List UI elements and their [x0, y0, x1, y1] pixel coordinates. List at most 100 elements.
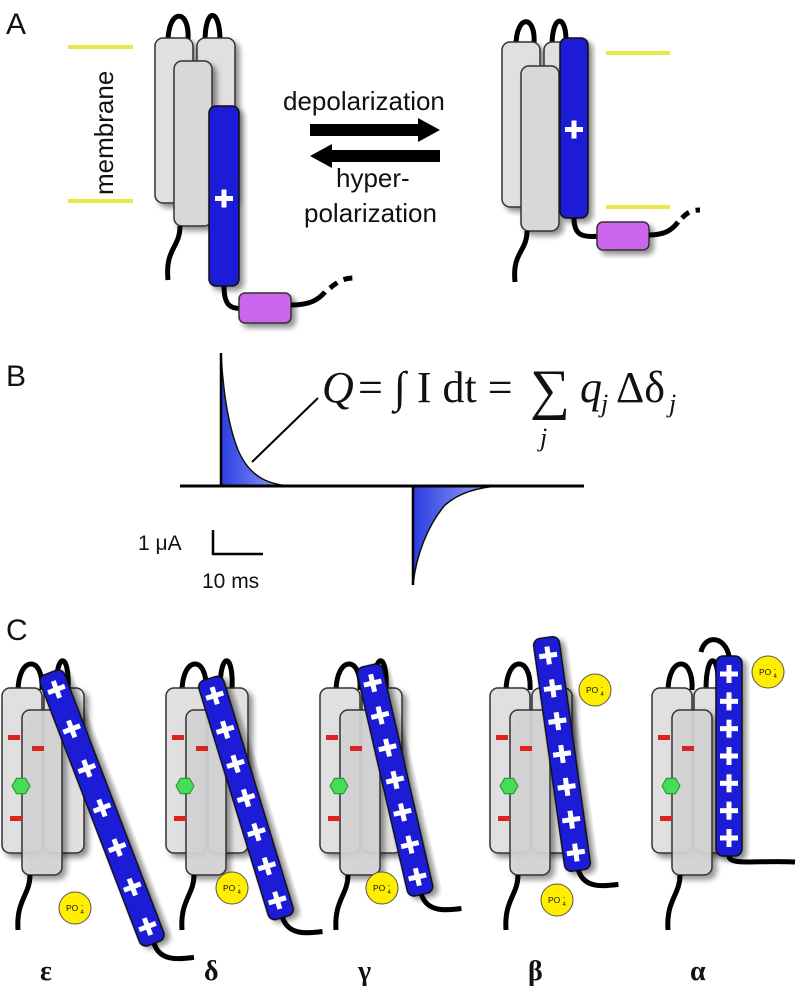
plus-charge-icon: [370, 706, 390, 725]
phosphate-label: PO: [373, 883, 386, 893]
plus-charge-icon: [548, 711, 567, 731]
s4-voltage-sensor: [715, 655, 743, 857]
countercharge-mark: [174, 816, 186, 821]
plus-charge-icon: [236, 788, 256, 808]
plus-charge-icon: [720, 719, 738, 738]
helix-s2: [509, 709, 551, 876]
plus-charge-icon: [247, 822, 266, 842]
plus-charge-icon: [720, 665, 738, 683]
s4-voltage-sensor: [356, 663, 434, 897]
equation-delta-sub: j: [666, 389, 676, 418]
equation-integral: = ∫ I dt =: [358, 363, 513, 414]
gating-residue-hexagon: [499, 777, 519, 795]
plus-charge-icon: [565, 120, 583, 139]
forward-arrow-icon: [310, 118, 440, 142]
phosphate-superscript: -: [388, 883, 390, 889]
plus-charge-icon: [408, 867, 427, 887]
plus-charge-icon: [92, 798, 112, 818]
countercharge-mark: [682, 746, 694, 751]
s4-s5-linker: [238, 292, 292, 324]
plus-charge-icon: [566, 843, 586, 862]
off-gating-current: [412, 485, 501, 586]
plus-charge-icon: [267, 890, 287, 910]
plus-charge-icon: [138, 917, 157, 936]
plus-charge-icon: [543, 679, 563, 698]
equation-sum-index: j: [537, 423, 547, 452]
gating-residue-hexagon: [661, 777, 681, 795]
phosphate-subscript: 4: [238, 890, 242, 896]
equation-pointer: [251, 397, 319, 463]
charge-equation: Q = ∫ I dt = ∑ j q j Δδ j: [322, 359, 676, 452]
countercharge-mark: [8, 735, 20, 740]
plus-charge-icon: [215, 720, 235, 740]
phosphate-superscript: -: [238, 883, 240, 889]
panel-c-letter: C: [6, 614, 28, 647]
gating-residue-hexagon: [11, 777, 31, 795]
plus-charge-icon: [557, 777, 576, 797]
s4-voltage-sensor: [39, 669, 165, 947]
plus-charge-icon: [77, 759, 97, 778]
plus-charge-icon: [385, 770, 405, 790]
phosphate-label: PO: [66, 903, 79, 913]
plus-charge-icon: [720, 829, 738, 847]
helix-s2: [21, 709, 63, 876]
phosphate-label: PO: [548, 895, 561, 905]
plus-charge-icon: [107, 838, 127, 857]
state-label: β: [528, 956, 543, 987]
equation-sum: ∑: [530, 359, 570, 421]
countercharge-mark: [328, 816, 340, 821]
plus-charge-icon: [257, 856, 277, 876]
scale-bar: 1 μA 10 ms: [138, 530, 263, 593]
state-label: γ: [357, 956, 371, 987]
countercharge-mark: [172, 735, 184, 740]
equation-q-j: q: [580, 363, 602, 412]
plus-charge-icon: [378, 738, 397, 758]
plus-charge-icon: [538, 646, 558, 665]
gating-residue-hexagon: [175, 777, 195, 795]
s4-voltage-sensor: [198, 675, 294, 921]
panel-b-letter: B: [6, 360, 26, 393]
phosphate-subscript: 4: [563, 902, 567, 908]
phosphate-subscript: 4: [388, 890, 392, 896]
phosphate-superscript: -: [601, 685, 603, 691]
hyperpolarization-label-line1: hyper-: [336, 163, 410, 193]
plus-charge-icon: [47, 680, 66, 699]
membrane-label: membrane: [89, 71, 119, 195]
plus-charge-icon: [720, 801, 738, 820]
scale-current-label: 1 μA: [138, 532, 182, 555]
state-label: α: [690, 956, 706, 987]
hyperpolarization-label-line2: polarization: [304, 198, 437, 228]
countercharge-mark: [196, 746, 208, 751]
depolarization-label: depolarization: [283, 86, 445, 116]
phosphate-subscript: 4: [774, 674, 778, 680]
helix-s2: [671, 709, 713, 876]
plus-charge-icon: [720, 774, 738, 793]
countercharge-mark: [658, 735, 670, 740]
phosphate-superscript: -: [774, 667, 776, 673]
panel-a-letter: A: [6, 8, 26, 41]
helix-s2-right: [520, 65, 560, 232]
plus-charge-icon: [226, 754, 245, 774]
plus-charge-icon: [400, 835, 420, 854]
phosphate-label: PO: [586, 685, 599, 695]
equation-delta: Δδ: [616, 363, 665, 412]
plus-charge-icon: [205, 686, 225, 706]
plus-charge-icon: [62, 719, 81, 739]
phosphate-subscript: 4: [601, 692, 605, 698]
plus-charge-icon: [552, 744, 572, 764]
countercharge-mark: [350, 746, 362, 751]
helix-s2: [173, 60, 213, 227]
state-label: δ: [204, 956, 219, 987]
countercharge-mark: [520, 746, 532, 751]
reverse-arrow-icon: [310, 144, 440, 168]
